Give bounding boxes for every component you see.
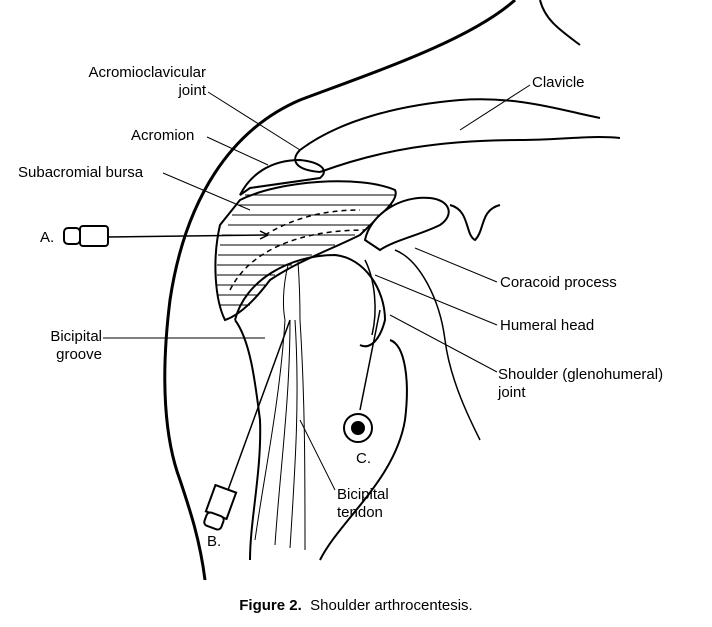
label-line: groove: [56, 346, 102, 363]
label-clavicle: Clavicle: [532, 74, 585, 91]
label-coracoid-process: Coracoid process: [500, 274, 617, 291]
bicipital-tendon: [254, 261, 306, 551]
figure-caption: Figure 2. Shoulder arthrocentesis.: [0, 597, 712, 614]
label-needle-a: A.: [40, 229, 55, 246]
needle-c: [343, 309, 381, 443]
label-line: Shoulder (glenohumeral): [498, 366, 664, 383]
label-acromioclavicular-joint: Acromioclavicular joint: [40, 64, 206, 100]
clavicle-bone: [299, 98, 621, 173]
figure-number: Figure 2.: [239, 597, 302, 614]
neck-outline: [539, 0, 581, 46]
label-line: tendon: [337, 504, 383, 521]
caption-text: Shoulder arthrocentesis.: [310, 597, 473, 614]
shoulder-skin-outline: [163, 0, 516, 581]
label-shoulder-joint: Shoulder (glenohumeral) joint: [498, 366, 663, 402]
label-humeral-head: Humeral head: [500, 317, 595, 334]
label-acromion: Acromion: [131, 127, 195, 144]
subacromial-bursa: [214, 180, 397, 322]
label-line: Bicipital: [50, 328, 102, 345]
label-line: Bicipital: [337, 486, 389, 503]
label-bicipital-tendon: Bicipital tendon: [337, 486, 389, 522]
acromion-bone: [239, 158, 325, 196]
label-needle-c: C.: [356, 450, 371, 467]
needle-b: [203, 319, 291, 531]
label-line: Acromioclavicular: [88, 64, 206, 81]
label-bicipital-groove: Bicipital groove: [30, 328, 102, 364]
label-line: joint: [498, 384, 526, 401]
coracoid-process: [363, 196, 450, 252]
label-line: joint: [178, 82, 206, 99]
label-subacromial-bursa: Subacromial bursa: [18, 164, 144, 181]
needle-a: [63, 225, 270, 247]
humerus: [234, 253, 408, 561]
scapula: [394, 249, 481, 441]
label-needle-b: B.: [207, 533, 222, 550]
